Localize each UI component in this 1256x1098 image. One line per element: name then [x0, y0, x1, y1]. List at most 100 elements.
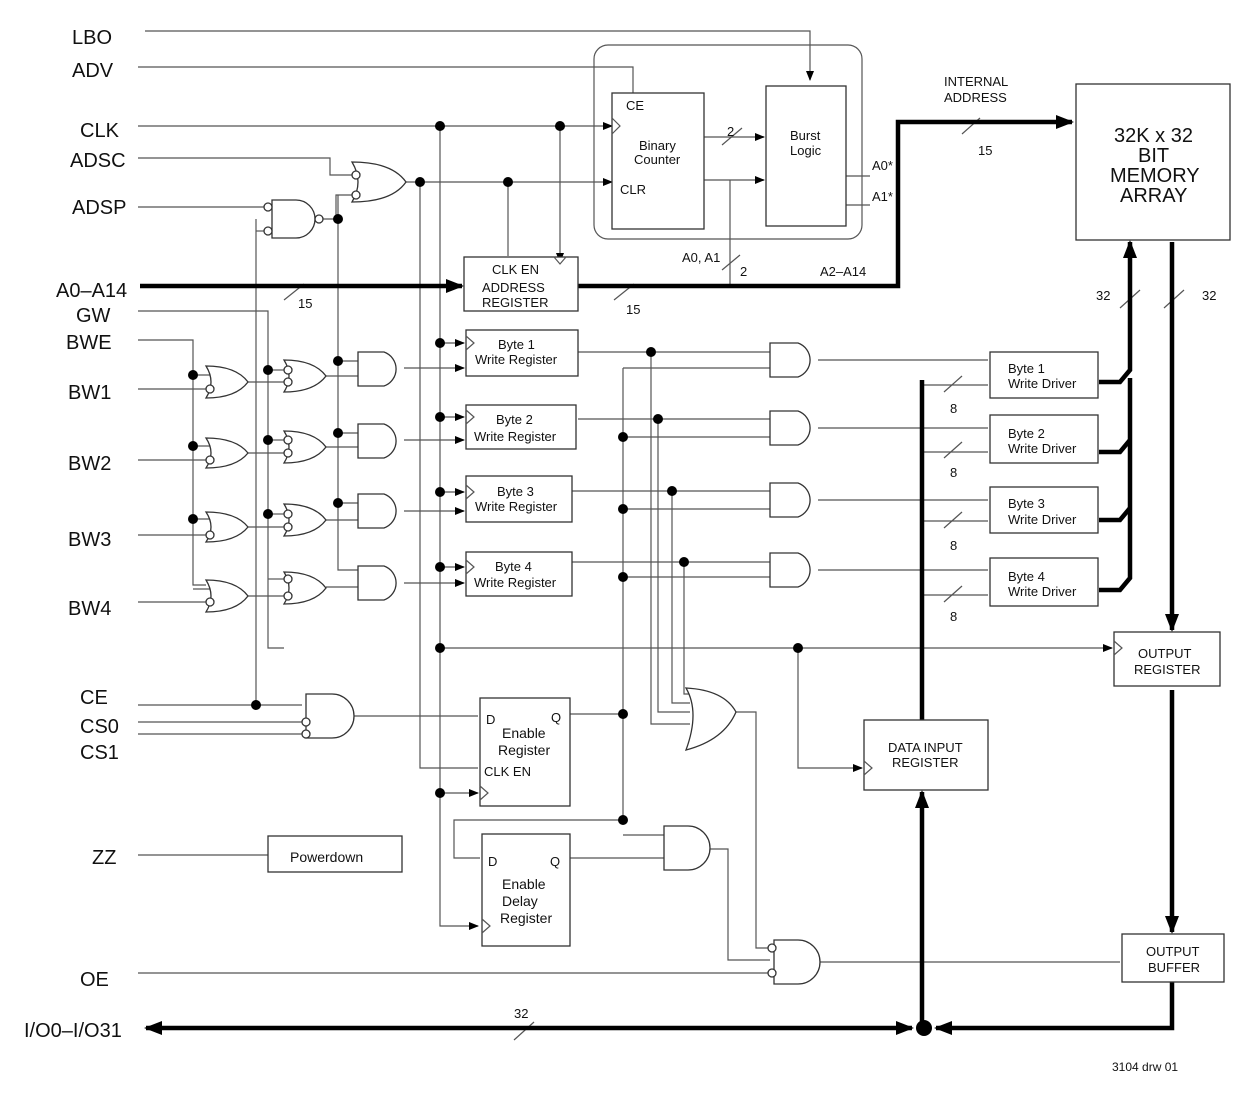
signal-wires: [138, 30, 1185, 1041]
svg-text:Q: Q: [551, 710, 561, 725]
svg-text:A0, A1: A0, A1: [682, 250, 720, 265]
and-gates-byte: [357, 351, 397, 601]
svg-text:D: D: [488, 854, 497, 869]
svg-text:Write Register: Write Register: [474, 575, 557, 590]
or-gates-bw: [204, 365, 249, 613]
svg-text:OUTPUT: OUTPUT: [1146, 944, 1200, 959]
svg-text:Byte 2: Byte 2: [1008, 426, 1045, 441]
logic-gates: [204, 161, 821, 985]
svg-text:ADDRESS: ADDRESS: [482, 280, 545, 295]
svg-text:15: 15: [298, 296, 312, 311]
svg-text:32K x 32: 32K x 32: [1114, 125, 1193, 147]
svg-text:Binary: Binary: [639, 138, 676, 153]
output-register: OUTPUT REGISTER: [1113, 631, 1221, 687]
svg-text:CLK EN: CLK EN: [492, 262, 539, 277]
svg-text:Burst: Burst: [790, 128, 821, 143]
binary-counter: CE Binary Counter CLR: [611, 92, 705, 230]
junction-dots: [188, 121, 803, 825]
pin-bw1: BW1: [68, 382, 111, 404]
write-register-1: Byte 1 Write Register: [465, 329, 579, 377]
powerdown-block: Powerdown: [267, 835, 403, 873]
pin-adsc: ADSC: [70, 150, 126, 172]
svg-text:Counter: Counter: [634, 152, 681, 167]
svg-text:Byte 4: Byte 4: [495, 559, 532, 574]
pin-bw2: BW2: [68, 453, 111, 475]
nand-gate-oe: [773, 939, 821, 985]
svg-text:CLR: CLR: [620, 182, 646, 197]
output-buffer: OUTPUT BUFFER: [1121, 933, 1225, 983]
svg-text:2: 2: [740, 264, 747, 279]
svg-text:CE: CE: [626, 98, 644, 113]
pin-bwe: BWE: [66, 332, 112, 354]
address-register: CLK EN ADDRESS REGISTER: [463, 256, 579, 312]
svg-text:REGISTER: REGISTER: [892, 755, 958, 770]
svg-text:8: 8: [950, 465, 957, 480]
write-driver-3: Byte 3 Write Driver: [989, 486, 1099, 534]
or-gate-adsc: [350, 161, 407, 203]
svg-text:32: 32: [1202, 288, 1216, 303]
svg-text:Delay: Delay: [502, 893, 538, 909]
svg-text:15: 15: [978, 143, 992, 158]
svg-text:OUTPUT: OUTPUT: [1138, 646, 1192, 661]
pin-adsp: ADSP: [72, 197, 126, 219]
svg-text:Write Register: Write Register: [475, 352, 558, 367]
memory-array: 32K x 32 BIT MEMORY ARRAY: [1075, 83, 1231, 241]
svg-text:Byte 2: Byte 2: [496, 412, 533, 427]
pin-adv: ADV: [72, 60, 114, 82]
drawing-number: 3104 drw 01: [1112, 1060, 1178, 1074]
svg-text:A0*: A0*: [872, 158, 893, 173]
svg-text:Q: Q: [550, 854, 560, 869]
svg-text:Byte 3: Byte 3: [1008, 496, 1045, 511]
svg-text:A2–A14: A2–A14: [820, 264, 866, 279]
pin-oe: OE: [80, 969, 109, 991]
svg-text:REGISTER: REGISTER: [482, 295, 548, 310]
or-gate-write: [684, 687, 737, 751]
svg-text:Register: Register: [498, 742, 550, 758]
svg-text:A1*: A1*: [872, 189, 893, 204]
write-register-4: Byte 4 Write Register: [465, 551, 573, 597]
or-gates-gw: [282, 359, 327, 605]
svg-text:DATA INPUT: DATA INPUT: [888, 740, 963, 755]
write-register-2: Byte 2 Write Register: [465, 404, 577, 450]
svg-text:D: D: [486, 712, 495, 727]
svg-text:REGISTER: REGISTER: [1134, 662, 1200, 677]
write-driver-4: Byte 4 Write Driver: [989, 557, 1099, 607]
svg-text:8: 8: [950, 401, 957, 416]
svg-text:ADDRESS: ADDRESS: [944, 90, 1007, 105]
pin-clk: CLK: [80, 120, 120, 142]
pin-zz: ZZ: [92, 847, 116, 869]
burst-logic: Burst Logic A0* A1*: [765, 85, 893, 227]
pin-gw: GW: [76, 305, 111, 327]
svg-text:Write Register: Write Register: [475, 499, 558, 514]
svg-text:Logic: Logic: [790, 143, 822, 158]
bus-labels: INTERNAL ADDRESS 15 2 A0, A1 2 A2–A14 15…: [298, 74, 1216, 1021]
svg-text:Write Driver: Write Driver: [1008, 512, 1077, 527]
svg-text:Powerdown: Powerdown: [290, 849, 363, 865]
pin-address: A0–A14: [56, 280, 127, 302]
svg-text:Byte 1: Byte 1: [498, 337, 535, 352]
svg-text:CLK EN: CLK EN: [484, 764, 531, 779]
enable-register: D Q Enable Register CLK EN: [479, 697, 571, 807]
data-input-register: DATA INPUT REGISTER: [863, 719, 989, 791]
nand-gate-adsp: [271, 199, 316, 239]
and-gate-enable: [663, 825, 711, 871]
svg-text:Write Driver: Write Driver: [1008, 441, 1077, 456]
svg-text:INTERNAL: INTERNAL: [944, 74, 1008, 89]
svg-text:Enable: Enable: [502, 876, 546, 892]
pin-cs0: CS0: [80, 716, 119, 738]
data-buses: [140, 115, 1179, 1036]
write-register-3: Byte 3 Write Register: [465, 475, 573, 523]
svg-text:ARRAY: ARRAY: [1120, 185, 1187, 207]
svg-text:32: 32: [514, 1006, 528, 1021]
svg-text:MEMORY: MEMORY: [1110, 165, 1200, 187]
pin-labels: LBO ADV CLK ADSC ADSP A0–A14 GW BWE BW1 …: [24, 27, 127, 1042]
svg-text:2: 2: [727, 124, 734, 139]
and-gates-driver: [769, 342, 811, 588]
svg-text:BIT: BIT: [1138, 145, 1169, 167]
svg-text:Byte 3: Byte 3: [497, 484, 534, 499]
and-gate-chip-enable: [305, 693, 355, 739]
write-driver-2: Byte 2 Write Driver: [989, 414, 1099, 464]
pin-ce: CE: [80, 687, 108, 709]
svg-text:32: 32: [1096, 288, 1110, 303]
svg-text:8: 8: [950, 609, 957, 624]
